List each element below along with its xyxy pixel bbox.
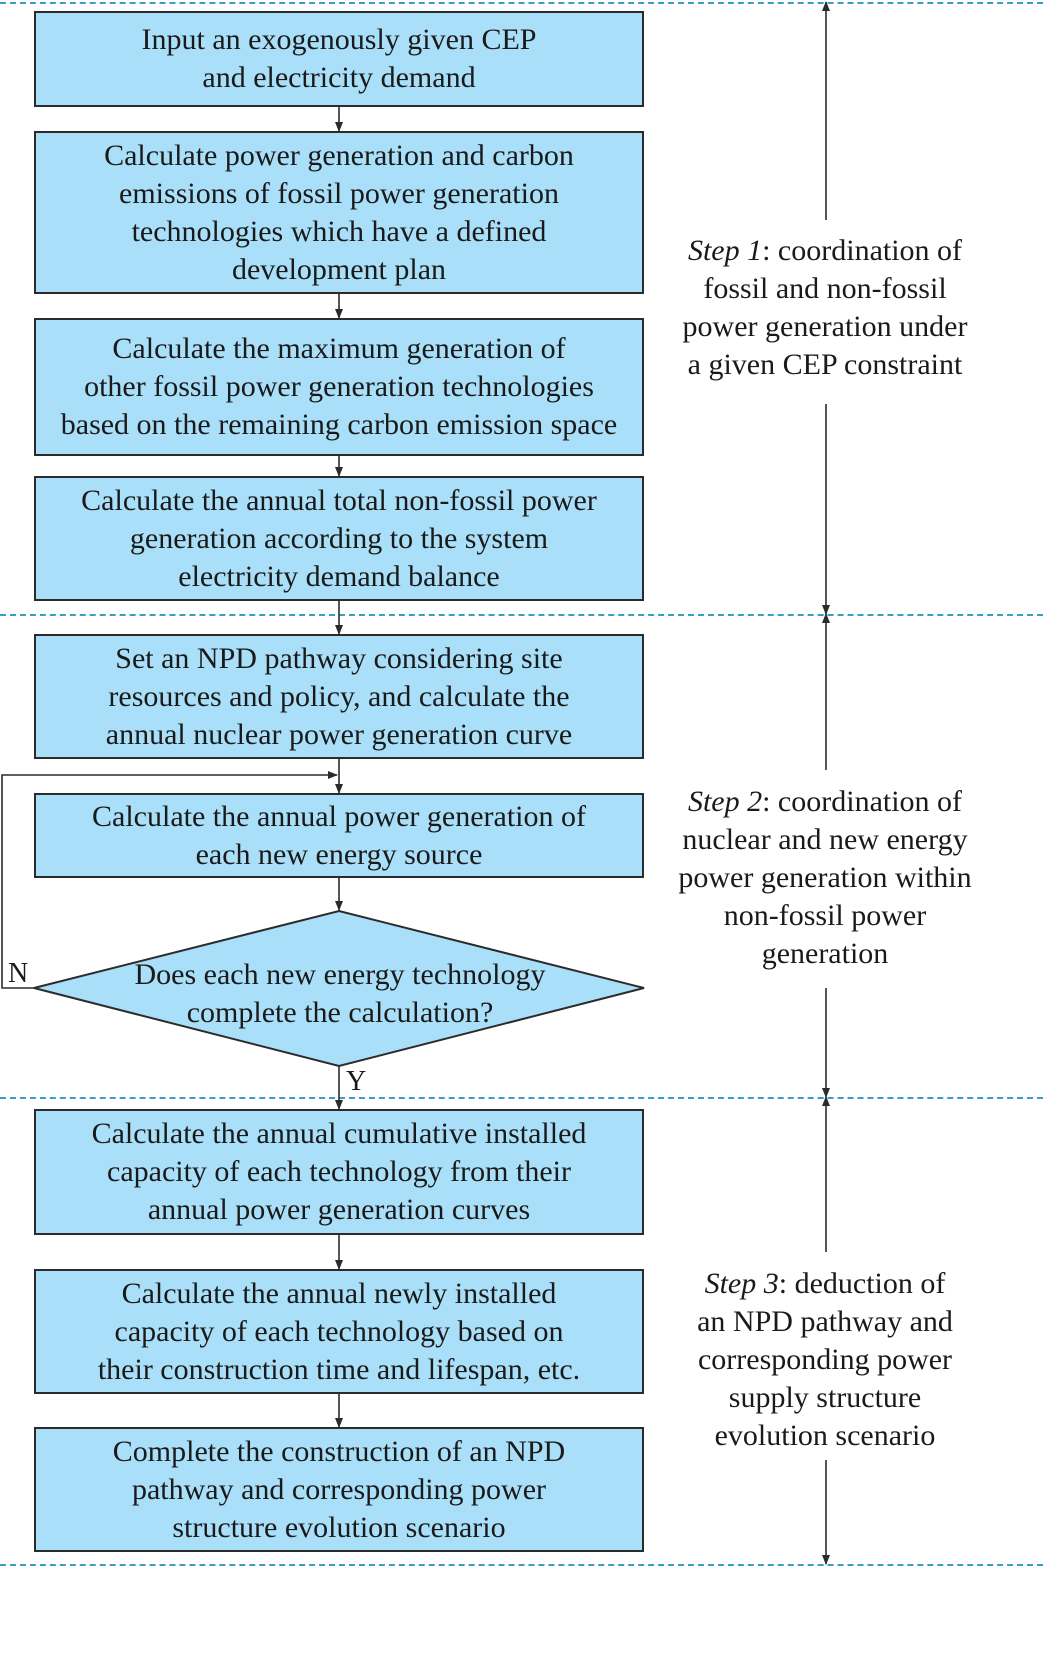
box-new-energy-generation: Calculate the annual power generation of… [34, 793, 644, 878]
decision-no-label: N [8, 958, 29, 989]
separator-bottom [0, 1564, 1043, 1566]
step2-title: Step 2 [687, 785, 763, 818]
box-cumulative-capacity: Calculate the annual cumulative installe… [34, 1109, 644, 1235]
loop-back-arrow [1, 771, 338, 989]
step3-title: Step 3 [704, 1267, 779, 1300]
step3-label: Step 3: deduction of an NPD pathway and … [697, 1267, 953, 1452]
step1-title: Step 1 [687, 234, 763, 267]
step2-label: Step 2: coordination of nuclear and new … [678, 785, 972, 970]
decision-diamond [33, 909, 645, 1068]
step1-label: Step 1: coordination of fossil and non-f… [682, 234, 968, 381]
separator-top [0, 2, 1043, 4]
separator-step2-step3 [0, 1097, 1043, 1099]
decision-text: Does each new energy technology complete… [134, 958, 546, 1029]
box-non-fossil-total: Calculate the annual total non-fossil po… [34, 476, 644, 601]
separator-step1-step2 [0, 614, 1043, 616]
decision-yes-label: Y [346, 1066, 367, 1097]
